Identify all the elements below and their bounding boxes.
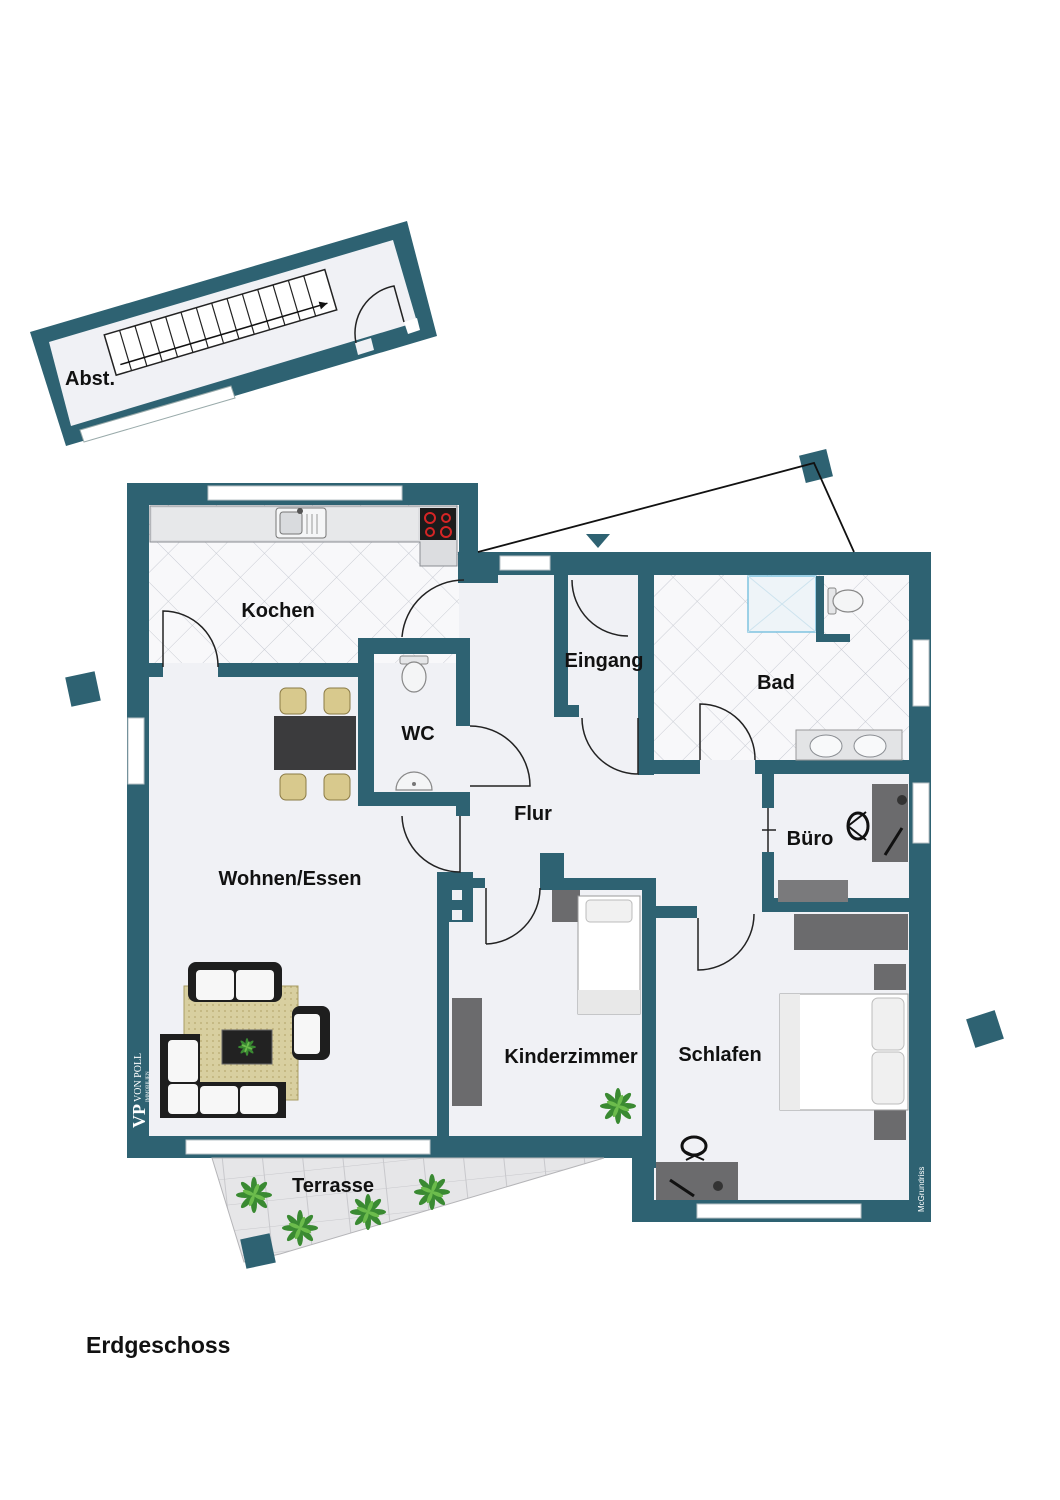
kitchen-sink-icon [275, 507, 327, 539]
room-label-schlafen: Schlafen [678, 1044, 761, 1066]
door-swing-icon [354, 285, 405, 344]
room-label-kinderzimmer: Kinderzimmer [504, 1046, 638, 1068]
plant-icon [236, 1177, 272, 1213]
staircase-icon [103, 268, 338, 377]
plant-icon [282, 1210, 318, 1246]
door-swing-icon [162, 579, 756, 971]
plant-icon [600, 1088, 636, 1124]
room-label-flur: Flur [514, 803, 552, 825]
room-label-abstellraum: Abst. [65, 368, 115, 390]
kitchen-counter [149, 505, 458, 567]
washbasin-icon [395, 771, 433, 791]
office-chair-icon [846, 811, 870, 841]
room-label-buero: Büro [787, 828, 834, 850]
dining-table-icon [274, 687, 356, 801]
desk-icon [656, 1162, 738, 1200]
bed-icon [552, 890, 641, 1015]
floor-title: Erdgeschoss [86, 1332, 231, 1358]
wardrobe [452, 998, 482, 1106]
room-label-terrasse: Terrasse [292, 1175, 374, 1197]
storage-building: Abst. [30, 221, 437, 446]
room-label-bad: Bad [757, 672, 795, 694]
plant-icon [238, 1038, 256, 1056]
shower-icon [747, 575, 817, 633]
office-chair-icon [680, 1135, 708, 1161]
toilet-icon [827, 587, 864, 615]
toilet-icon [399, 655, 429, 693]
room-label-kochen: Kochen [241, 600, 314, 622]
desk-icon [778, 784, 908, 902]
von-poll-logo: VP VON POLL IMMOBILIEN [129, 1053, 151, 1128]
plant-icon [350, 1194, 386, 1230]
stove-icon [420, 508, 456, 540]
room-label-wohnen-essen: Wohnen/Essen [219, 868, 362, 890]
room-label-eingang: Eingang [565, 650, 644, 672]
washbasin-icon [795, 729, 903, 761]
room-label-wc: WC [401, 723, 434, 745]
svg-text:VP: VP [129, 1104, 149, 1128]
canopy-outline [477, 461, 855, 553]
entrance-arrow-icon [586, 534, 610, 548]
sofa-icon [160, 962, 330, 1118]
plant-icon [414, 1174, 450, 1210]
wardrobe [794, 914, 908, 950]
credit-label: McGrundriss [917, 1167, 926, 1212]
svg-text:IMMOBILIEN: IMMOBILIEN [146, 1071, 151, 1102]
bed-icon [779, 964, 909, 1140]
svg-text:VON POLL: VON POLL [133, 1053, 144, 1102]
terrace [211, 1157, 605, 1269]
